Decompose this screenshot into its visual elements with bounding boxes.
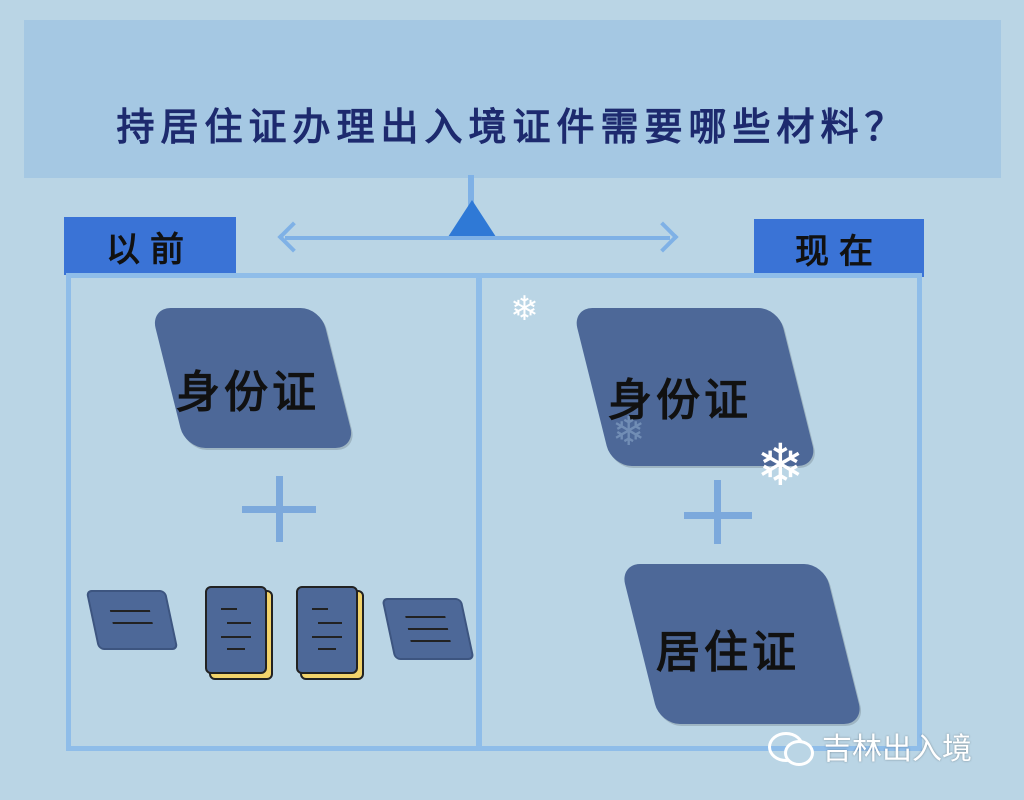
before-label: 以前 [64, 217, 236, 275]
page-title: 持居住证办理出入境证件需要哪些材料？ [116, 105, 909, 149]
snowflake-icon: ❄ [510, 289, 539, 329]
watermark: 吉林出入境 [768, 724, 972, 768]
balance-pivot-triangle [446, 200, 498, 240]
snowflake-icon: ❄ [756, 431, 805, 499]
now-panel [476, 273, 922, 751]
booklet-icon [205, 586, 273, 680]
residence-permit-label: 居住证 [656, 627, 800, 678]
id-card-before-label: 身份证 [176, 367, 320, 418]
arrow-left-icon [277, 221, 309, 253]
title-banner: 持居住证办理出入境证件需要哪些材料？ [24, 20, 1001, 178]
arrow-right-icon [647, 221, 679, 253]
id-card-icon [381, 598, 475, 660]
double-arrow-line [285, 236, 670, 240]
wechat-icon [768, 728, 814, 766]
now-label: 现在 [754, 219, 924, 277]
snowflake-icon: ❄ [612, 409, 646, 455]
id-card-now-label: 身份证 [608, 375, 752, 426]
plus-icon-before-vertical [276, 476, 283, 542]
id-card-icon [85, 590, 179, 650]
watermark-text: 吉林出入境 [822, 732, 972, 767]
plus-icon-now-vertical [714, 480, 721, 544]
booklet-icon [296, 586, 364, 680]
